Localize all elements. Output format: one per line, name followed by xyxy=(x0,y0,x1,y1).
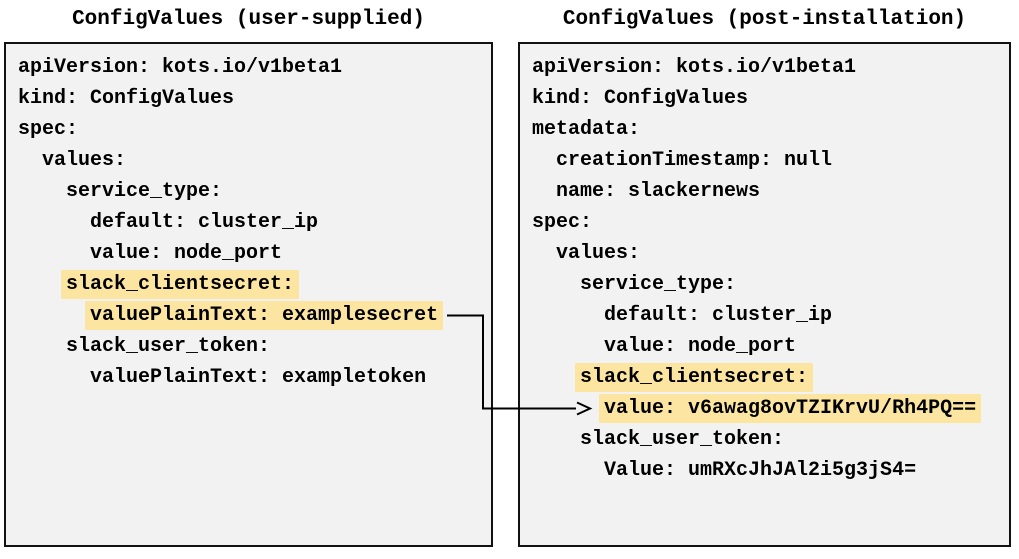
code-text: kind: ConfigValues xyxy=(18,87,235,110)
code-line: service_type: xyxy=(18,176,491,207)
code-text: slack_user_token: xyxy=(580,428,785,451)
code-line: kind: ConfigValues xyxy=(532,83,1009,114)
code-text: value: node_port xyxy=(604,335,797,358)
code-text: service_type: xyxy=(580,273,737,296)
code-line: default: cluster_ip xyxy=(532,300,1009,331)
code-line: Value: umRXcJhJAl2i5g3jS4= xyxy=(532,455,1009,486)
code-line: default: cluster_ip xyxy=(18,207,491,238)
code-line: valuePlainText: exampletoken xyxy=(18,362,491,393)
code-text: spec: xyxy=(18,118,79,141)
code-line: service_type: xyxy=(532,269,1009,300)
code-text: apiVersion: kots.io/v1beta1 xyxy=(532,56,857,79)
code-line: spec: xyxy=(18,114,491,145)
highlighted-code-text: valuePlainText: examplesecret xyxy=(85,301,444,330)
config-panel-user-supplied: apiVersion: kots.io/v1beta1 kind: ConfigV… xyxy=(4,42,493,547)
code-text: values: xyxy=(556,242,641,265)
config-panel-post-installation: apiVersion: kots.io/v1beta1 kind: ConfigV… xyxy=(518,42,1011,547)
code-line: metadata: xyxy=(532,114,1009,145)
code-text: apiVersion: kots.io/v1beta1 xyxy=(18,56,343,79)
code-line: values: xyxy=(532,238,1009,269)
code-line: value: node_port xyxy=(532,331,1009,362)
code-text: values: xyxy=(42,149,127,172)
code-line: slack_clientsecret: xyxy=(532,362,1009,393)
code-text: slack_user_token: xyxy=(66,335,271,358)
code-text: name: slackernews xyxy=(556,180,761,203)
code-line: kind: ConfigValues xyxy=(18,83,491,114)
code-text: Value: umRXcJhJAl2i5g3jS4= xyxy=(604,459,917,482)
code-line: spec: xyxy=(532,207,1009,238)
code-line: apiVersion: kots.io/v1beta1 xyxy=(532,52,1009,83)
code-line: slack_user_token: xyxy=(532,424,1009,455)
highlighted-code-text: slack_clientsecret: xyxy=(575,363,814,392)
code-line: name: slackernews xyxy=(532,176,1009,207)
code-line: values: xyxy=(18,145,491,176)
code-text: metadata: xyxy=(532,118,641,141)
code-line: apiVersion: kots.io/v1beta1 xyxy=(18,52,491,83)
code-text: service_type: xyxy=(66,180,223,203)
code-text: kind: ConfigValues xyxy=(532,87,749,110)
code-line: creationTimestamp: null xyxy=(532,145,1009,176)
code-line: slack_clientsecret: xyxy=(18,269,491,300)
code-text: creationTimestamp: null xyxy=(556,149,833,172)
code-line: slack_user_token: xyxy=(18,331,491,362)
code-text: default: cluster_ip xyxy=(604,304,833,327)
code-text: valuePlainText: exampletoken xyxy=(90,366,427,389)
code-text: default: cluster_ip xyxy=(90,211,319,234)
code-text: value: node_port xyxy=(90,242,283,265)
code-line: value: node_port xyxy=(18,238,491,269)
highlighted-code-text: value: v6awag8ovTZIKrvU/Rh4PQ== xyxy=(599,394,982,423)
panel-title-post-installation: ConfigValues (post-installation) xyxy=(562,8,967,31)
code-line: value: v6awag8ovTZIKrvU/Rh4PQ== xyxy=(532,393,1009,424)
panel-title-user-supplied: ConfigValues (user-supplied) xyxy=(72,8,425,31)
code-line: valuePlainText: examplesecret xyxy=(18,300,491,331)
code-text: spec: xyxy=(532,211,593,234)
highlighted-code-text: slack_clientsecret: xyxy=(61,270,300,299)
